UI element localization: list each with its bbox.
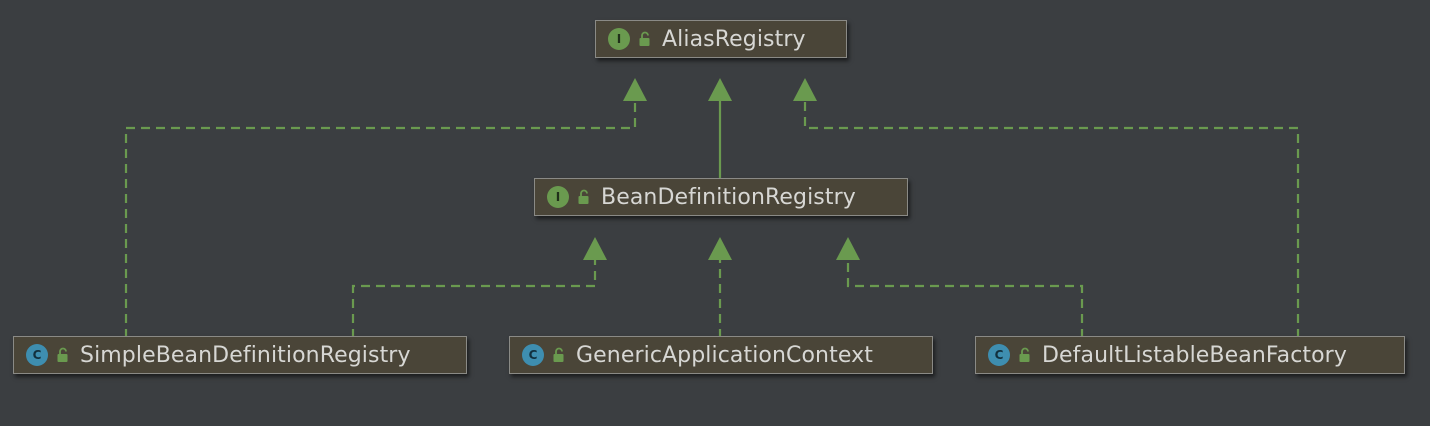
edge-defaultlistablebeanfactory-to-beandefinitionregistry: [846, 258, 1084, 338]
arrowhead-aliasregistry-left: [623, 78, 647, 101]
interface-icon: I: [547, 186, 569, 208]
class-icon: C: [522, 344, 544, 366]
interface-icon: I: [608, 28, 630, 50]
node-beandefinitionregistry[interactable]: I BeanDefinitionRegistry: [534, 178, 908, 216]
arrowhead-beandefinitionregistry-right: [836, 237, 860, 260]
arrowhead-beandefinitionregistry-center: [708, 237, 732, 260]
node-simplebeandefinitionregistry[interactable]: C SimpleBeanDefinitionRegistry: [13, 336, 467, 374]
class-icon: C: [26, 344, 48, 366]
node-label: GenericApplicationContext: [576, 342, 873, 368]
unlocked-public-icon: [1019, 347, 1030, 362]
class-icon: C: [988, 344, 1010, 366]
arrowhead-aliasregistry-center: [708, 78, 732, 101]
unlocked-public-icon: [553, 347, 564, 362]
node-aliasregistry[interactable]: I AliasRegistry: [595, 20, 847, 58]
unlocked-public-icon: [57, 347, 68, 362]
arrowhead-aliasregistry-right: [793, 78, 817, 101]
node-genericapplicationcontext[interactable]: C GenericApplicationContext: [509, 336, 933, 374]
node-label: DefaultListableBeanFactory: [1042, 342, 1347, 368]
unlocked-public-icon: [578, 189, 589, 204]
arrowhead-beandefinitionregistry-left: [583, 237, 607, 260]
node-label: BeanDefinitionRegistry: [601, 184, 856, 210]
node-label: SimpleBeanDefinitionRegistry: [80, 342, 411, 368]
edge-defaultlistablebeanfactory-to-aliasregistry: [803, 100, 1300, 338]
node-defaultlistablebeanfactory[interactable]: C DefaultListableBeanFactory: [975, 336, 1405, 374]
unlocked-public-icon: [639, 31, 650, 46]
edge-simplebeandefinitionregistry-to-aliasregistry: [124, 100, 637, 338]
node-label: AliasRegistry: [662, 26, 806, 52]
edge-simplebeandefinitionregistry-to-beandefinitionregistry: [351, 258, 597, 338]
